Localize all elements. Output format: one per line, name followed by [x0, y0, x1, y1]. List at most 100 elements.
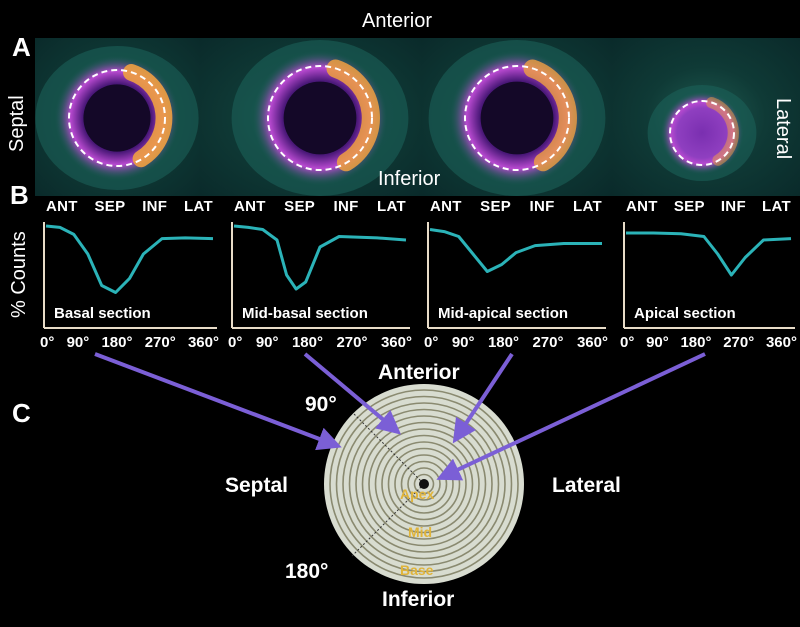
- dashed-roi-circle: [267, 65, 373, 171]
- dashed-roi-circle: [68, 69, 166, 167]
- x-tick-label: 90°: [646, 334, 669, 351]
- myocardial-slice-image: [422, 38, 612, 196]
- ring-label-apex: Apex: [400, 486, 435, 502]
- count-profile-curve: [233, 224, 407, 291]
- x-tick-label: 0°: [620, 334, 635, 351]
- x-tick-row: 0° 90° 180° 270° 360°: [40, 334, 219, 351]
- label-180-degrees: 180°: [285, 560, 329, 583]
- mapping-arrow: [436, 352, 706, 481]
- ring: [335, 395, 513, 573]
- axis-90: [353, 413, 425, 485]
- label-inferior-a: Inferior: [378, 168, 441, 190]
- x-tick-label: 0°: [228, 334, 243, 351]
- label-lateral-a: Lateral: [771, 98, 794, 159]
- region-label-row: ANT SEP INF LAT: [46, 198, 213, 215]
- polar-profile-plot: [426, 218, 606, 330]
- x-tick-label: 90°: [255, 334, 279, 351]
- x-tick-row: 0° 90° 180° 270° 360°: [620, 334, 797, 351]
- label-septal-c: Septal: [225, 474, 289, 497]
- ring: [381, 441, 467, 527]
- dashed-roi-circle: [464, 65, 570, 171]
- label-90-degrees: 90°: [305, 393, 337, 416]
- mapping-arrow: [94, 352, 342, 451]
- region-label-inf: INF: [333, 198, 359, 215]
- section-label: Basal section: [54, 305, 151, 322]
- label-anterior-a: Anterior: [362, 10, 433, 32]
- septal-text: Septal: [6, 95, 28, 152]
- region-label-sep: SEP: [94, 198, 126, 215]
- region-label-sep: SEP: [480, 198, 512, 215]
- x-tick-row: 0° 90° 180° 270° 360°: [228, 334, 412, 351]
- label-anterior-c: Anterior: [378, 361, 460, 384]
- apex-center: [419, 479, 429, 489]
- ring: [368, 428, 480, 540]
- label-inferior-c: Inferior: [382, 588, 455, 611]
- lateral-text: Lateral: [772, 98, 794, 160]
- panel-label-c: C: [12, 398, 31, 428]
- region-label-ant: ANT: [626, 198, 658, 215]
- ring: [374, 434, 474, 534]
- section-label: Mid-apical section: [438, 305, 569, 322]
- region-label-sep: SEP: [673, 198, 705, 215]
- x-tick-label: 90°: [451, 334, 475, 351]
- axis-180: [351, 483, 425, 557]
- count-profile-curve: [45, 224, 214, 294]
- x-tick-label: 180°: [101, 334, 133, 351]
- ring: [329, 389, 519, 579]
- panel-label-b: B: [10, 180, 29, 210]
- uptake-hotspot: [523, 59, 577, 172]
- x-tick-label: 180°: [487, 334, 519, 351]
- ring: [342, 402, 506, 566]
- myocardial-slice-image: [200, 38, 422, 196]
- label-septal-a: Septal: [6, 95, 29, 152]
- panel-label-a: A: [12, 32, 31, 62]
- uptake-hotspot: [326, 59, 380, 172]
- x-tick-label: 270°: [723, 334, 755, 351]
- region-label-sep: SEP: [284, 198, 316, 215]
- section-label: Apical section: [634, 305, 736, 322]
- polar-profile-plot: [230, 218, 410, 330]
- region-label-row: ANT SEP INF LAT: [626, 198, 791, 215]
- x-tick-label: 90°: [66, 334, 90, 351]
- region-label-inf: INF: [529, 198, 555, 215]
- x-tick-label: 360°: [187, 334, 219, 351]
- mapping-arrow: [452, 352, 514, 444]
- section-label: Mid-basal section: [242, 305, 368, 322]
- myocardial-slice-image: [35, 38, 200, 196]
- ring-label-mid: Mid: [408, 524, 433, 540]
- x-tick-label: 0°: [424, 334, 439, 351]
- region-label-ant: ANT: [234, 198, 266, 215]
- x-tick-label: 270°: [144, 334, 176, 351]
- mapping-arrow: [303, 352, 402, 435]
- ring: [400, 460, 448, 508]
- ring-label-base: Base: [400, 562, 434, 578]
- x-tick-label: 180°: [680, 334, 712, 351]
- ring: [361, 421, 487, 547]
- region-label-lat: LAT: [762, 198, 791, 215]
- x-tick-label: 360°: [765, 334, 797, 351]
- x-tick-label: 0°: [40, 334, 55, 351]
- region-label-lat: LAT: [377, 198, 406, 215]
- dashed-roi-circle: [669, 100, 735, 166]
- polar-profile-plot: [42, 218, 217, 330]
- count-profile-curve: [626, 231, 792, 277]
- region-label-lat: LAT: [184, 198, 213, 215]
- ring: [387, 447, 461, 521]
- x-tick-label: 360°: [380, 334, 412, 351]
- count-profile-curve: [429, 228, 602, 273]
- x-tick-row: 0°90°180°270°360°: [424, 334, 608, 351]
- region-label-ant: ANT: [430, 198, 462, 215]
- x-tick-label: 270°: [336, 334, 368, 351]
- region-label-ant: ANT: [46, 198, 78, 215]
- polar-profile-plot: [622, 218, 795, 330]
- region-label-inf: INF: [720, 198, 746, 215]
- ring: [348, 408, 500, 560]
- x-tick-label: 360°: [576, 334, 608, 351]
- region-label-inf: INF: [142, 198, 168, 215]
- x-tick-label: 180°: [291, 334, 323, 351]
- myocardial-slice-image: [612, 38, 800, 196]
- ring: [355, 415, 493, 553]
